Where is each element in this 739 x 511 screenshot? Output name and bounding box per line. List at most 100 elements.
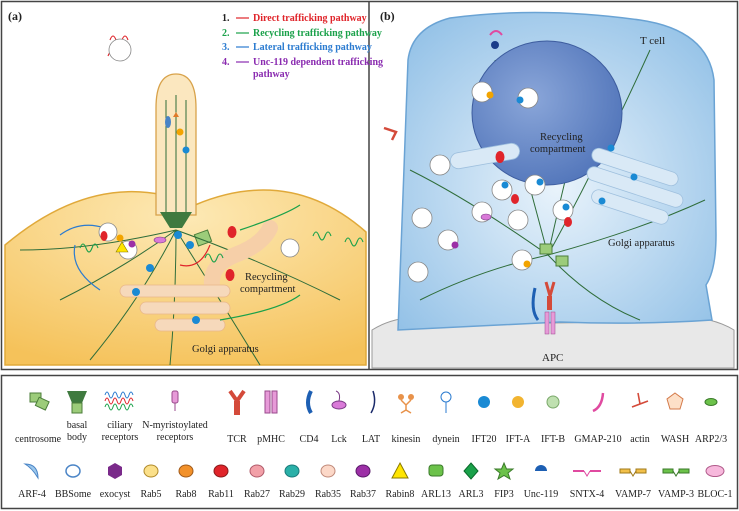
dynein-icon <box>440 391 452 413</box>
ift-b-icon <box>546 395 560 409</box>
legend-item <box>619 468 647 477</box>
ift-a-icon <box>512 396 524 408</box>
legend-frame <box>0 374 739 510</box>
golgi-cisterna <box>139 301 231 315</box>
legend-item <box>306 390 313 415</box>
rab37-icon <box>355 464 371 478</box>
legend-item <box>355 464 371 478</box>
lat-icon <box>370 390 376 414</box>
legend-item <box>440 391 452 413</box>
legend-item <box>391 461 409 479</box>
legend-item <box>320 464 336 478</box>
legend-label: Rab29 <box>279 489 305 500</box>
recycling-compartment-b <box>471 40 623 186</box>
legend-label: SNTX-4 <box>570 489 604 500</box>
legend-item <box>573 470 601 477</box>
unc-119-icon <box>535 465 547 471</box>
rab11-icon <box>213 464 229 478</box>
legend-label-2: body <box>67 432 87 443</box>
gmap-210-icon <box>592 392 605 413</box>
legend-item <box>592 392 605 413</box>
exocyst-icon <box>108 463 122 479</box>
pathway-3-num: 3. <box>222 42 230 53</box>
legend-item <box>67 391 87 414</box>
legend-item <box>546 395 560 409</box>
arf-4-icon <box>23 463 39 480</box>
immune-synapse <box>531 281 556 335</box>
legend-item <box>493 461 515 481</box>
n-myristoylated-receptors-icon <box>171 390 179 411</box>
sntx-4-icon <box>573 470 601 477</box>
legend-item <box>428 464 444 477</box>
legend-item <box>398 394 414 414</box>
rab27-icon <box>249 464 265 478</box>
legend-label: Rab11 <box>208 489 234 500</box>
ciliary-receptors-icon <box>104 391 134 411</box>
legend-item <box>178 464 194 478</box>
legend-label: centrosome <box>15 434 62 445</box>
golgi-cisterna-b <box>591 147 679 187</box>
legend-item <box>704 398 718 406</box>
legend-item <box>478 396 490 408</box>
rab8-icon <box>178 464 194 478</box>
legend-label-2: receptors <box>157 432 194 443</box>
vesicle <box>280 238 300 258</box>
legend-item <box>171 390 179 411</box>
legend-item <box>631 392 649 408</box>
legend-label: IFT-B <box>541 434 565 445</box>
golgi-cisterna <box>154 318 226 332</box>
golgi-label-a: Golgi apparatus <box>192 344 259 355</box>
panel-a-label: (a) <box>8 9 22 23</box>
legend-label: exocyst <box>100 489 131 500</box>
panel-b: (b) APC T cell Recycling compartment G <box>371 9 735 369</box>
legend-item <box>512 396 524 408</box>
rabin8-icon <box>391 461 409 479</box>
pathway-4-text-2: pathway <box>253 69 290 80</box>
legend-item <box>23 463 39 480</box>
vamp-7-icon <box>619 468 647 477</box>
legend-item <box>143 464 159 478</box>
centrosome-b <box>539 243 553 255</box>
legend-label: IFT20 <box>472 434 497 445</box>
centrosome-icon <box>29 392 50 411</box>
legend-label: LAT <box>362 434 380 445</box>
legend-item <box>331 390 347 410</box>
bbsome-icon <box>65 464 81 478</box>
legend-label: ARL3 <box>459 489 484 500</box>
legend-label-2: receptors <box>102 432 139 443</box>
bloc-1-icon <box>705 465 725 477</box>
legend-label: GMAP-210 <box>574 434 621 445</box>
legend-label: IFT-A <box>506 434 531 445</box>
golgi-cisterna <box>119 284 231 298</box>
legend-label: basal <box>67 420 88 431</box>
legend-label: VAMP-3 <box>658 489 694 500</box>
arl3-icon <box>463 462 479 480</box>
legend-item <box>370 390 376 414</box>
legend-item <box>249 464 265 478</box>
rab35-icon <box>320 464 336 478</box>
ift20-icon <box>478 396 490 408</box>
vesicle <box>108 38 132 62</box>
legend-label: Rab8 <box>175 489 196 500</box>
recycling-label-a1: Recycling <box>245 272 288 283</box>
golgi-cisterna-b <box>586 166 684 208</box>
legend-label: Rab35 <box>315 489 341 500</box>
arl13-icon <box>428 464 444 477</box>
legend-item <box>29 392 50 411</box>
pathway-2-text: Recycling trafficking pathway <box>253 28 382 39</box>
legend-item <box>264 390 278 414</box>
golgi-cisterna-b <box>591 189 669 225</box>
legend-item <box>213 464 229 478</box>
fip3-icon <box>493 461 515 481</box>
pathway-4-text: Unc-119 dependent trafficking <box>253 57 383 68</box>
wash-icon <box>666 392 684 410</box>
legend-item <box>65 464 81 478</box>
legend-label: Lck <box>331 434 347 445</box>
basal-body-a <box>160 212 192 228</box>
rab5-icon <box>143 464 159 478</box>
golgi-label-b: Golgi apparatus <box>608 238 675 249</box>
pathway-1-num: 1. <box>222 13 230 24</box>
kinesin-icon <box>398 394 414 414</box>
lck-icon <box>331 390 347 410</box>
